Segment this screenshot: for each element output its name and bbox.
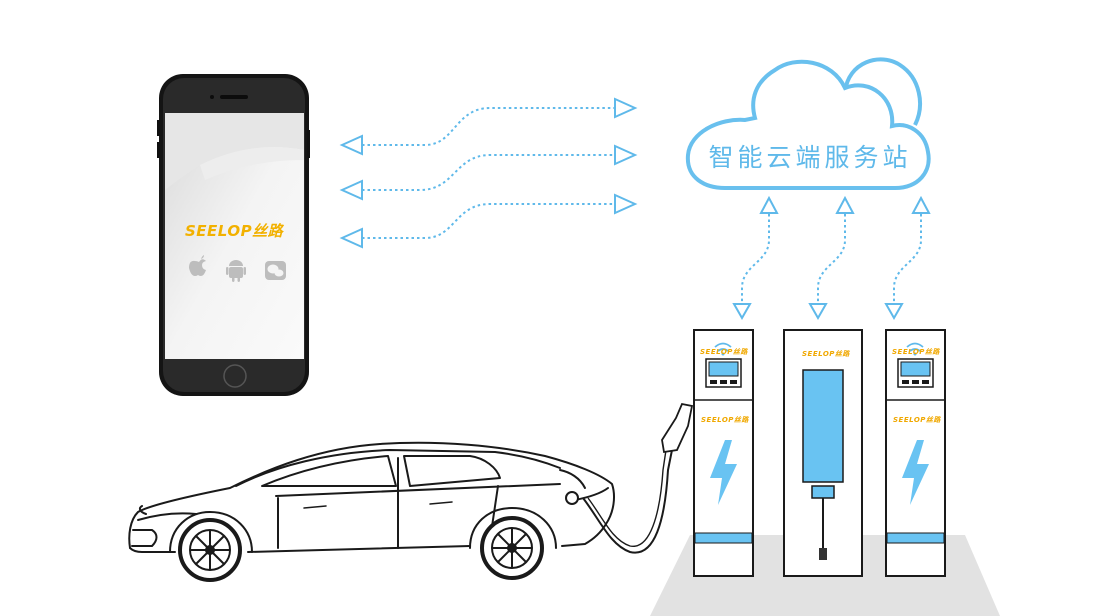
android-icon [226,260,246,282]
cloud-station-arrows [741,214,922,305]
cloud-label: 智能云端服务站 [708,143,912,172]
station-left-panel-logo: SEELOP丝路 [701,416,749,424]
lightning-icon [710,440,737,505]
arrowheads-left [339,134,363,249]
phone-brand-logo: SEELOP丝路 [185,222,284,240]
station-left-logo: SEELOP丝路 [700,348,748,356]
wifi-icon [906,342,924,352]
wifi-icon [714,342,732,352]
charging-station-right [885,329,946,577]
smartphone [157,74,310,396]
rear-wheel [480,516,544,580]
electric-car [128,441,615,553]
apple-icon [189,255,206,276]
charging-station-left [693,329,754,577]
station-middle-logo: SEELOP丝路 [802,350,850,358]
wechat-icon [265,261,286,280]
charging-station-middle [783,329,863,577]
home-button [223,364,247,388]
charging-plug [661,402,694,454]
station-arrowheads [732,195,931,321]
station-right-panel-logo: SEELOP丝路 [893,416,941,424]
front-wheel [178,518,242,582]
charging-cable [582,402,694,554]
arrowheads-right [614,97,638,215]
cloud [685,57,931,190]
lightning-icon [902,440,929,505]
station-right-logo: SEELOP丝路 [892,348,940,356]
phone-cloud-arrows [362,107,615,239]
